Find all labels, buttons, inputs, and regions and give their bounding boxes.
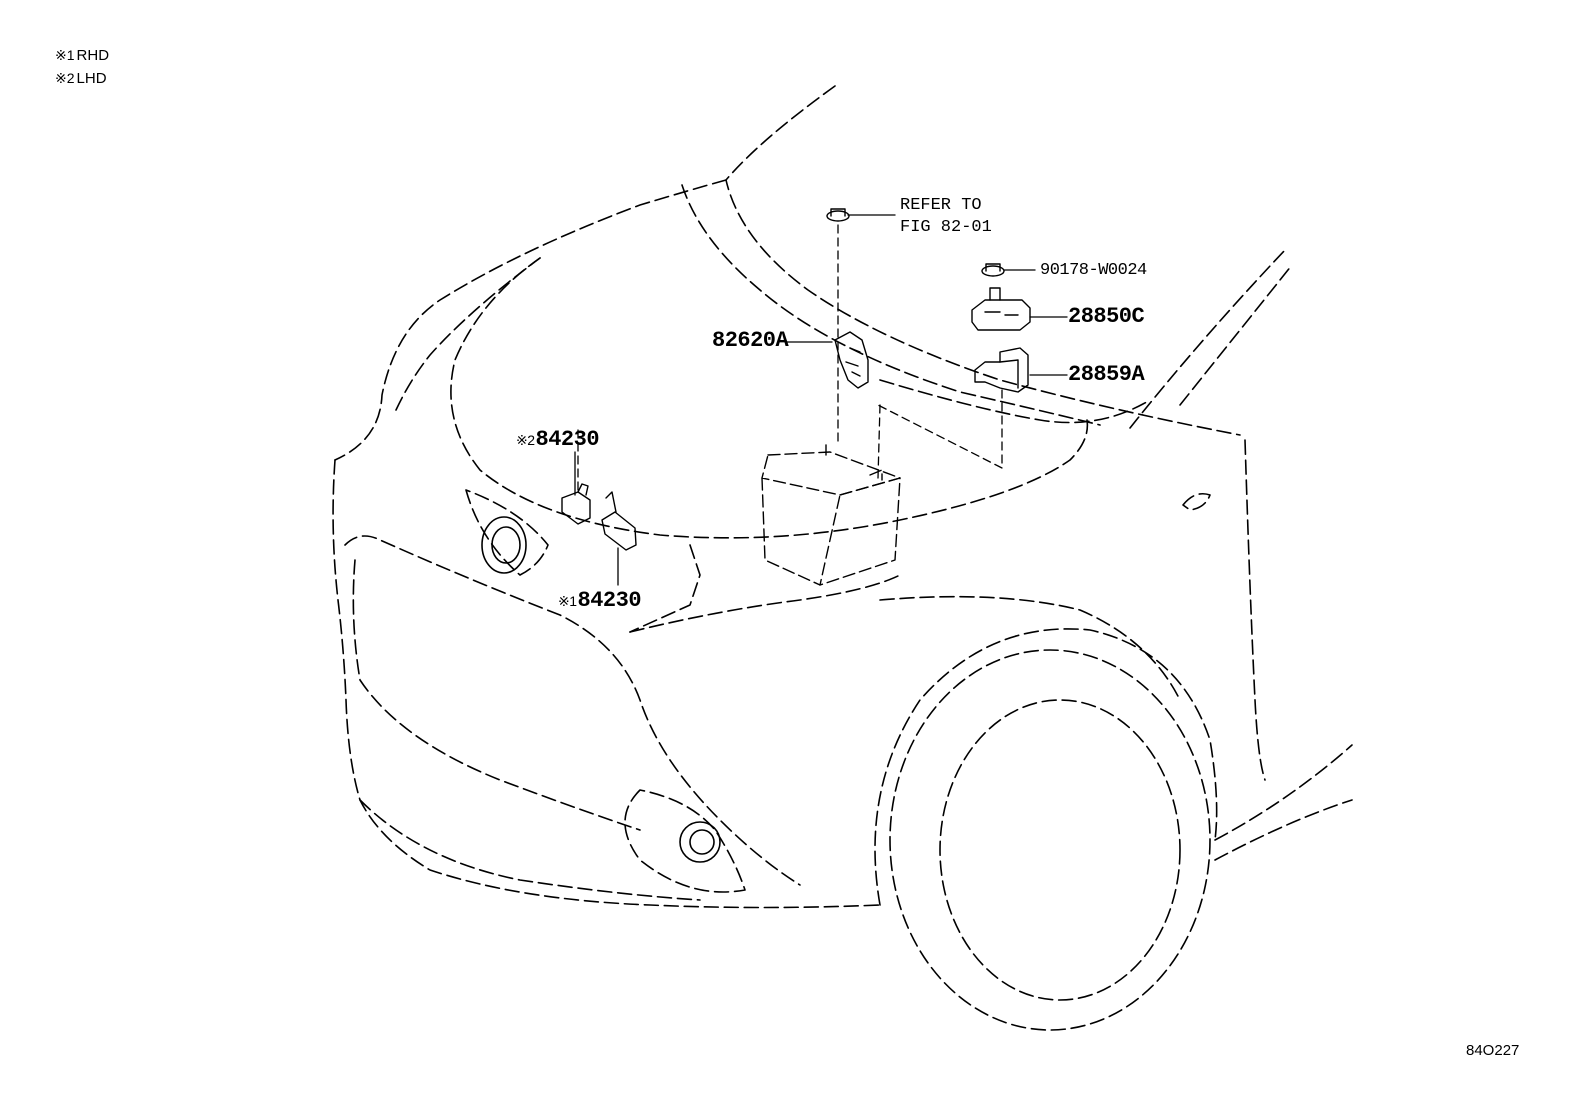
hood-shutline <box>681 184 1101 426</box>
callout-sensor[interactable]: 28850C <box>1068 304 1145 329</box>
horn-lhd-part-number: 84230 <box>535 427 600 452</box>
wire-to-battery-leader <box>877 404 881 479</box>
figure-number: 84O227 <box>1466 1042 1520 1059</box>
a-pillar-left <box>1129 249 1286 429</box>
refer-line-2: FIG 82-01 <box>900 218 992 237</box>
callout-lines <box>574 214 1068 586</box>
cowl-line <box>879 379 1151 424</box>
legend-mark: ※1 <box>55 47 75 63</box>
grille-lower <box>352 559 641 831</box>
lower-fog-lamp-inner <box>689 829 715 855</box>
tire-inner <box>939 699 1181 1001</box>
leader-lines <box>577 224 1003 491</box>
fender-arch <box>874 628 1218 906</box>
legend-mark: ※2 <box>55 70 75 86</box>
sensor-body <box>971 299 1031 331</box>
grille-upper <box>344 535 801 886</box>
wire-lugs <box>845 347 861 377</box>
horn-lhd-bracket <box>577 483 589 496</box>
windshield-edge <box>725 85 1241 436</box>
callout-bolt[interactable]: 90178-W0024 <box>1040 261 1147 280</box>
bracket-part <box>974 347 1029 393</box>
bolt-head <box>985 263 1001 272</box>
horn-lhd-part <box>561 483 591 525</box>
horn-rhd-body <box>601 511 637 551</box>
door-front-edge <box>1244 439 1266 781</box>
callout-horn-lhd[interactable]: ※284230 <box>516 427 600 452</box>
bolt-part <box>981 263 1005 277</box>
fog-lamps <box>481 516 721 863</box>
horn-lhd-body <box>561 491 591 525</box>
upper-fog-lamp-icon <box>481 516 527 574</box>
wire-terminal <box>834 331 869 389</box>
callout-bracket[interactable]: 28859A <box>1068 362 1145 387</box>
battery <box>761 444 901 586</box>
lower-fog-lamp-icon <box>679 821 721 863</box>
bracket-to-battery-leader <box>877 389 1003 469</box>
horn-rhd-part <box>601 491 637 551</box>
fog-lamp-bezel <box>624 789 746 893</box>
battery-front <box>761 477 841 586</box>
tire-outer <box>889 649 1211 1031</box>
refer-line-1: REFER TO <box>900 196 982 215</box>
engine-bay-line <box>629 574 901 633</box>
bracket-body <box>974 347 1029 393</box>
horn-rhd-bracket <box>605 491 617 513</box>
clip-icon <box>826 210 850 222</box>
wire-part <box>834 331 869 389</box>
battery-terminal <box>825 444 883 481</box>
horn-rhd-part-number: 84230 <box>577 588 642 613</box>
battery-side <box>819 477 901 586</box>
refer-note: REFER TO FIG 82-01 <box>900 195 992 239</box>
sensor-part <box>971 287 1031 331</box>
mirror-line <box>1179 264 1293 406</box>
battery-top <box>761 451 901 496</box>
legend-text: RHD <box>76 47 110 64</box>
callout-horn-rhd[interactable]: ※184230 <box>558 588 642 613</box>
engine-bay-edge <box>629 544 701 633</box>
headlamp-edge <box>395 257 541 411</box>
fender-line <box>879 595 1181 701</box>
side-body-line <box>1214 744 1353 841</box>
legend-text: LHD <box>76 70 107 87</box>
bracket-tab <box>999 359 1019 389</box>
bolt-icon <box>981 265 1005 277</box>
fuel-lid <box>1182 492 1211 511</box>
callout-wire[interactable]: 82620A <box>712 328 789 353</box>
parts <box>561 208 1031 551</box>
option-mark-rhd: ※1 <box>558 593 577 609</box>
option-mark-lhd: ※2 <box>516 432 535 448</box>
bumper-bottom <box>359 799 701 901</box>
sensor-connector <box>984 287 1019 316</box>
clip-stem <box>830 208 846 217</box>
hood-lower-curve <box>450 257 1089 539</box>
rocker-line <box>1214 799 1353 861</box>
clip-part <box>826 208 850 222</box>
hood-upper-line <box>334 179 727 461</box>
upper-fog-lamp-inner <box>491 526 521 564</box>
front-left-outline <box>332 459 881 909</box>
wheel <box>889 649 1211 1031</box>
car-body-outline <box>332 85 1353 909</box>
